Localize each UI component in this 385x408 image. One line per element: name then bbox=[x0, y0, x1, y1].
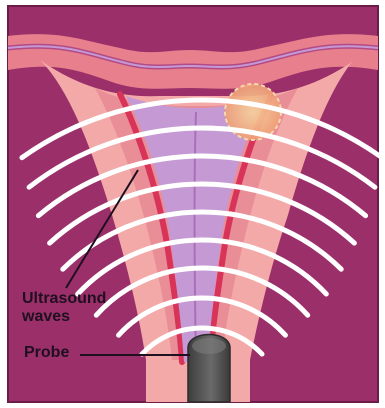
waves-label-line1: Ultrasound bbox=[22, 290, 106, 308]
ultrasound-waves-label: Ultrasound waves bbox=[22, 290, 106, 326]
probe-label: Probe bbox=[24, 344, 69, 362]
ultrasound-probe-icon bbox=[188, 335, 230, 403]
waves-label-line2: waves bbox=[22, 308, 106, 326]
